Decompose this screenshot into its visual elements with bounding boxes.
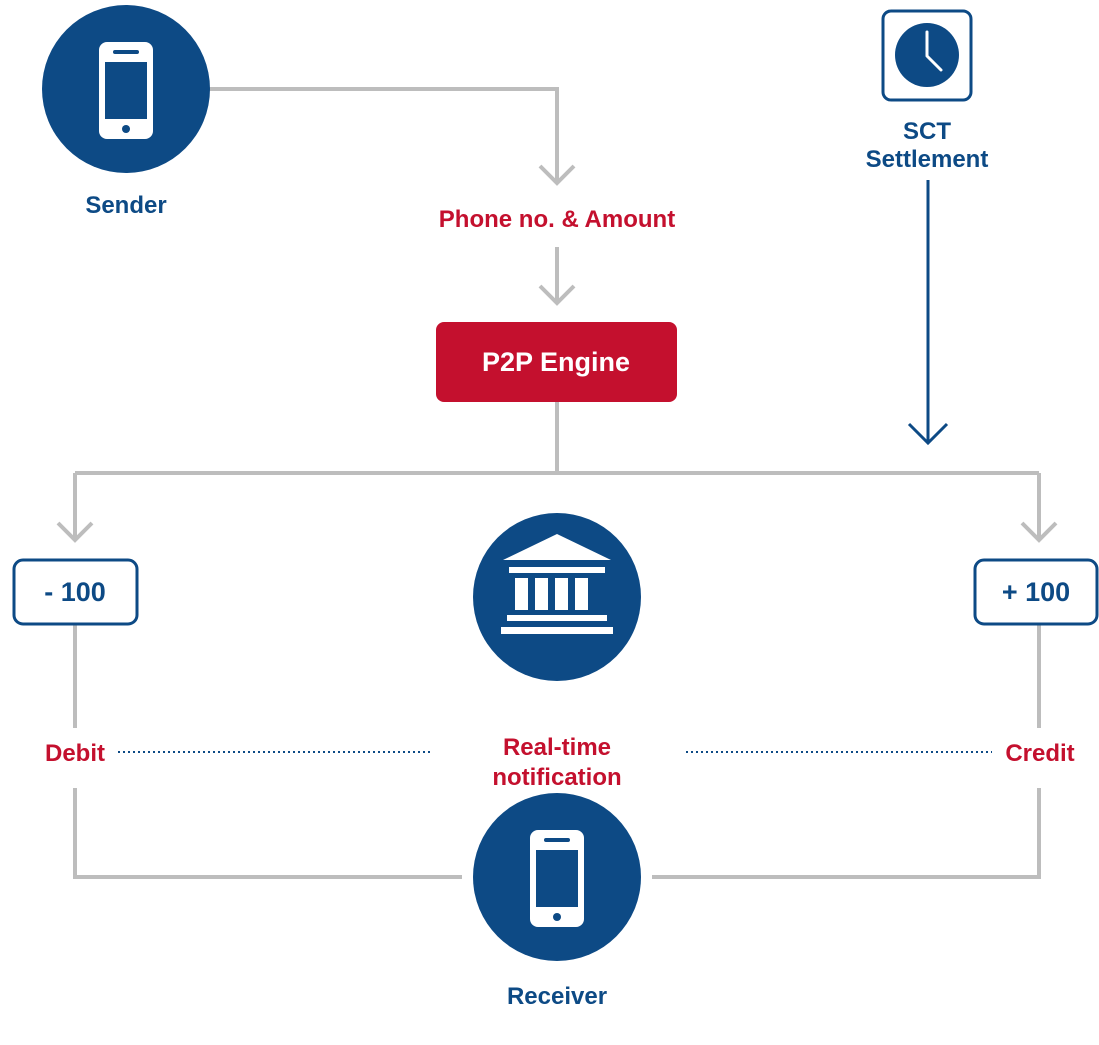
sender-label: Sender xyxy=(85,192,166,219)
arrow-down-icon xyxy=(907,422,949,446)
debit-amount-label: - 100 xyxy=(44,577,106,607)
chevron-down-icon xyxy=(538,284,576,306)
settlement-label-line1: SCT xyxy=(903,118,951,145)
smartphone-icon xyxy=(530,830,584,927)
bank-node xyxy=(473,513,641,681)
credit-amount-box: + 100 xyxy=(973,558,1099,626)
sender-connector xyxy=(205,87,559,183)
smartphone-icon xyxy=(99,42,153,139)
debit-amount-box: - 100 xyxy=(12,558,139,626)
chevron-down-icon xyxy=(538,164,576,186)
settlement-arrow xyxy=(907,180,949,446)
debit-down-connector-bottom xyxy=(73,788,462,879)
credit-amount-label: + 100 xyxy=(1002,577,1070,607)
chevron-down-icon xyxy=(1020,521,1058,543)
credit-label: Credit xyxy=(1005,740,1074,767)
chevron-down-icon xyxy=(56,521,94,543)
notification-label-line2: notification xyxy=(492,764,621,791)
clock-icon xyxy=(895,23,959,87)
connectors xyxy=(56,87,1058,879)
p2p-engine-box xyxy=(436,322,677,402)
bank-icon xyxy=(501,534,613,634)
sender-node: Sender xyxy=(42,5,210,219)
notification-label-line1: Real-time xyxy=(503,734,611,761)
receiver-label: Receiver xyxy=(507,983,607,1010)
settlement-label-line2: Settlement xyxy=(866,146,989,173)
receiver-node: Receiver xyxy=(473,793,641,1010)
settlement-node: SCT Settlement xyxy=(866,9,989,173)
p2p-engine-node: P2P Engine xyxy=(436,322,677,402)
payload-label: Phone no. & Amount xyxy=(439,206,675,233)
credit-down-connector-bottom xyxy=(652,788,1041,879)
debit-label: Debit xyxy=(45,740,105,767)
p2p-engine-label: P2P Engine xyxy=(482,347,630,377)
